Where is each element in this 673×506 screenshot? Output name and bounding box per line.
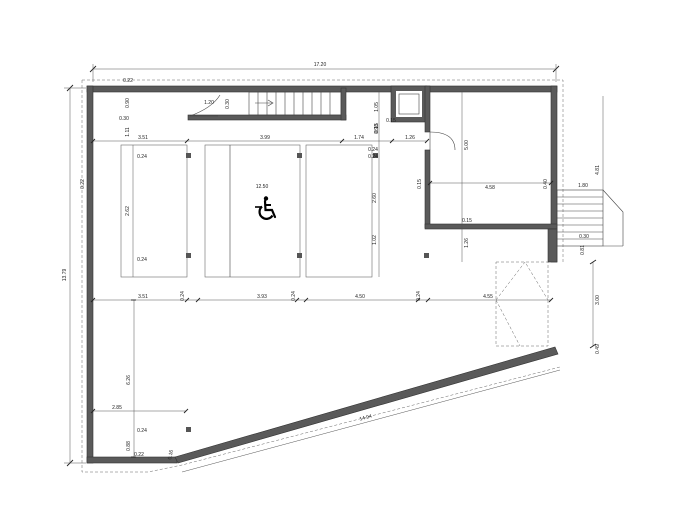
svg-text:4.81: 4.81 bbox=[595, 165, 601, 175]
svg-text:0.16: 0.16 bbox=[167, 449, 175, 460]
parking-area-label: 12.50 bbox=[256, 184, 269, 190]
svg-text:3.51: 3.51 bbox=[138, 135, 148, 141]
svg-text:0.24: 0.24 bbox=[416, 291, 422, 301]
svg-text:1.80: 1.80 bbox=[578, 183, 588, 189]
svg-text:1.20: 1.20 bbox=[204, 100, 214, 106]
plot-boundary-bottom bbox=[81, 80, 561, 473]
svg-text:1.11: 1.11 bbox=[125, 127, 131, 137]
diagonal-wall-label: 14.94 bbox=[359, 413, 373, 422]
structural-columns bbox=[186, 153, 429, 432]
svg-text:3.00: 3.00 bbox=[595, 295, 601, 305]
svg-text:0.30: 0.30 bbox=[119, 116, 129, 122]
svg-text:0.24: 0.24 bbox=[291, 291, 297, 301]
svg-text:0.15: 0.15 bbox=[417, 179, 423, 189]
svg-text:0.22: 0.22 bbox=[123, 78, 133, 84]
plot-boundary bbox=[82, 79, 564, 263]
svg-text:6.26: 6.26 bbox=[126, 375, 132, 385]
svg-text:2.85: 2.85 bbox=[112, 405, 122, 411]
svg-text:0.24: 0.24 bbox=[137, 154, 147, 160]
svg-text:0.22: 0.22 bbox=[134, 452, 144, 458]
svg-text:0.24: 0.24 bbox=[137, 257, 147, 263]
svg-text:0.30: 0.30 bbox=[579, 234, 589, 240]
dimension-lines bbox=[90, 92, 604, 473]
svg-text:1.74: 1.74 bbox=[354, 135, 364, 141]
svg-text:2.62: 2.62 bbox=[125, 206, 131, 216]
exterior-staircase bbox=[556, 189, 624, 247]
svg-text:2.60: 2.60 bbox=[372, 193, 378, 203]
parking-space-3 bbox=[305, 144, 373, 278]
dimension-labels: 0.22 0.22 1.20 0.30 0.90 0.30 1.11 3.51 … bbox=[80, 78, 601, 460]
overall-depth-dimension: 13.79 bbox=[62, 84, 86, 467]
svg-text:4.50: 4.50 bbox=[355, 294, 365, 300]
svg-text:0.49: 0.49 bbox=[595, 344, 601, 354]
svg-text:0.15: 0.15 bbox=[374, 123, 380, 133]
svg-text:4.58: 4.58 bbox=[485, 185, 495, 191]
svg-text:0.24: 0.24 bbox=[368, 147, 378, 153]
svg-text:0.81: 0.81 bbox=[580, 245, 586, 255]
svg-text:0.24: 0.24 bbox=[180, 291, 186, 301]
svg-text:3.99: 3.99 bbox=[260, 135, 270, 141]
wheelchair-icon bbox=[255, 196, 277, 220]
parking-space-accessible bbox=[204, 144, 301, 278]
svg-text:0.90: 0.90 bbox=[374, 124, 380, 134]
svg-text:0.24: 0.24 bbox=[368, 154, 378, 160]
svg-text:0.40: 0.40 bbox=[543, 179, 549, 189]
parking-space-1 bbox=[120, 144, 188, 278]
svg-text:5.00: 5.00 bbox=[464, 140, 470, 150]
svg-text:1.02: 1.02 bbox=[372, 235, 378, 245]
svg-text:4.55: 4.55 bbox=[483, 294, 493, 300]
svg-text:0.15: 0.15 bbox=[462, 218, 472, 224]
overall-width-label: 17.20 bbox=[314, 62, 327, 68]
svg-text:1.26: 1.26 bbox=[405, 135, 415, 141]
svg-text:0.24: 0.24 bbox=[137, 428, 147, 434]
overall-depth-label: 13.79 bbox=[62, 269, 68, 282]
entrance-ramp bbox=[495, 261, 549, 347]
svg-text:0.90: 0.90 bbox=[125, 98, 131, 108]
overall-width-dimension: 17.20 bbox=[89, 62, 560, 82]
svg-text:0.22: 0.22 bbox=[80, 179, 86, 189]
svg-text:3.93: 3.93 bbox=[257, 294, 267, 300]
svg-text:0.15: 0.15 bbox=[386, 118, 396, 124]
svg-text:0.30: 0.30 bbox=[225, 99, 231, 109]
parking-spaces bbox=[120, 144, 373, 278]
svg-text:0.88: 0.88 bbox=[126, 441, 132, 451]
svg-text:3.51: 3.51 bbox=[138, 294, 148, 300]
internal-staircase bbox=[248, 91, 342, 116]
door-swings bbox=[189, 94, 456, 151]
svg-text:1.05: 1.05 bbox=[374, 102, 380, 112]
svg-text:1.26: 1.26 bbox=[464, 238, 470, 248]
